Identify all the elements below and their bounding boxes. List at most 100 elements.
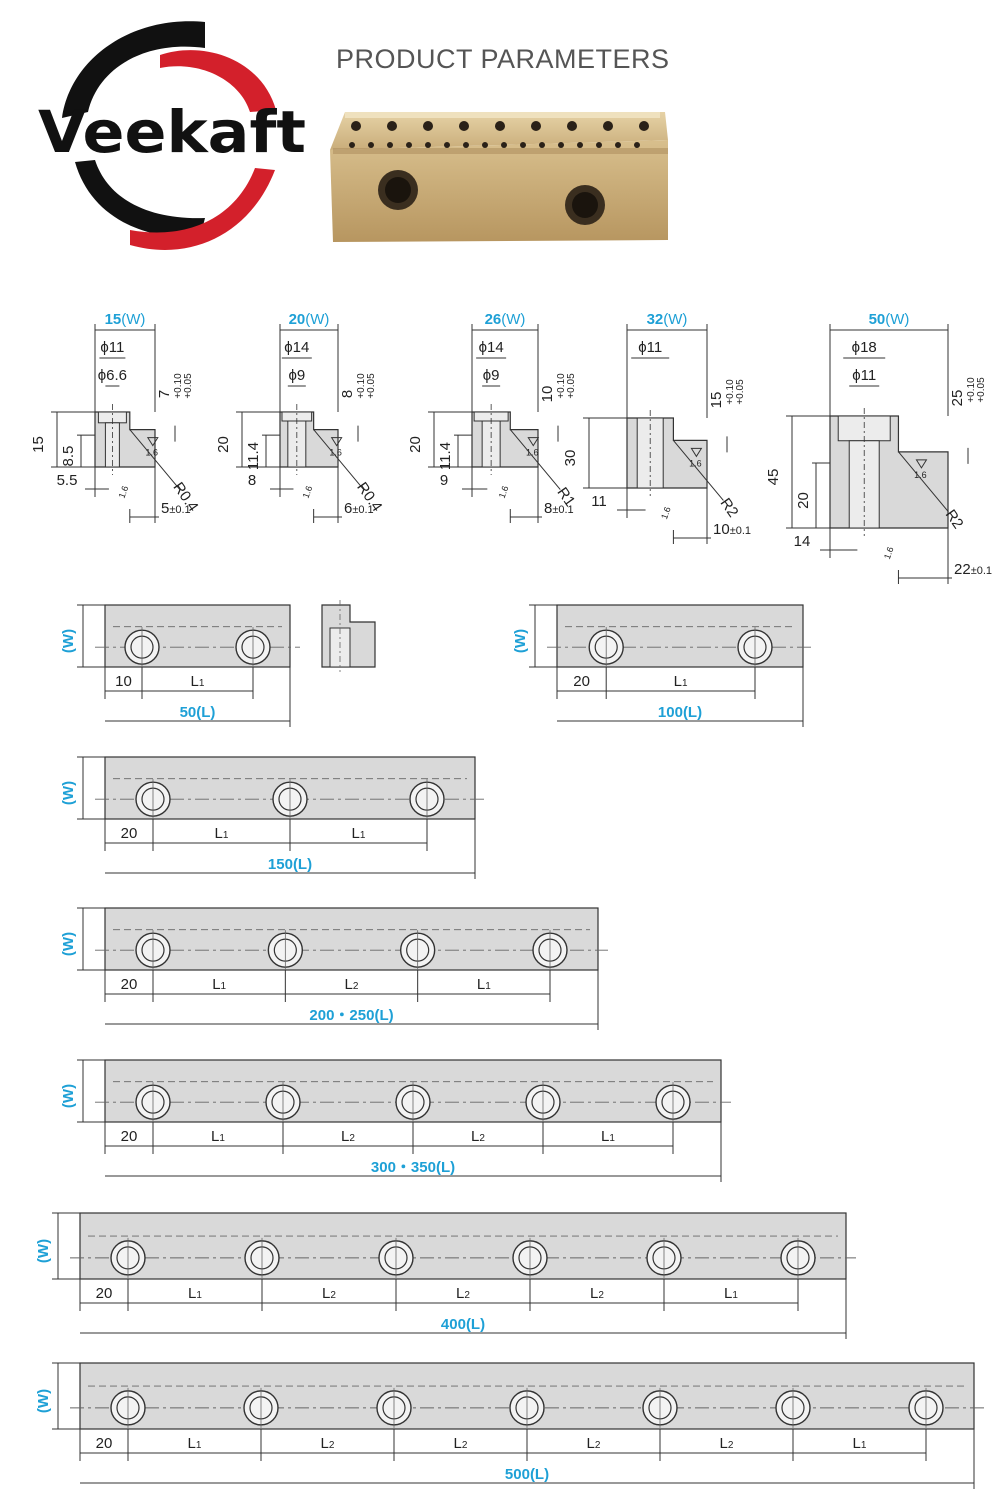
length-label: 200・250(L) (309, 1007, 393, 1024)
height-label: 20 (407, 436, 424, 453)
tolerance-label: +0.10 (725, 379, 736, 405)
span-label: L1 (601, 1128, 615, 1145)
length-label: 400(L) (441, 1316, 485, 1333)
roughness-icon (690, 447, 703, 458)
span-label: L1 (724, 1285, 738, 1302)
roughness-label: 1.6 (689, 458, 702, 468)
height-label: 20 (215, 436, 232, 453)
width-label: 20(W) (289, 311, 330, 328)
span-label: L1 (853, 1435, 867, 1452)
lubrication-hole-icon (634, 142, 640, 148)
slot-label: 5±0.1 (161, 500, 191, 517)
slot-width-label: 7 (156, 390, 173, 398)
span-label: L2 (471, 1128, 485, 1145)
width-label: 32(W) (647, 311, 688, 328)
lubrication-hole-icon (423, 121, 433, 131)
span-label: L1 (674, 673, 688, 690)
w-label: (W) (60, 1084, 77, 1108)
slot-label: 6±0.1 (344, 500, 374, 517)
roughness-triangle (690, 447, 703, 458)
w-label: (W) (35, 1389, 52, 1413)
slot-label: 10±0.1 (713, 521, 751, 538)
width-label: 15(W) (105, 311, 146, 328)
length-label: 300・350(L) (371, 1159, 455, 1176)
radius-label: R2 (717, 495, 742, 520)
lubrication-hole-icon (596, 142, 602, 148)
logo-black-swoosh (62, 21, 205, 119)
lubrication-hole-icon (539, 142, 545, 148)
roughness-icon (915, 459, 928, 469)
offset-label: 9 (440, 472, 448, 489)
length-label: 150(L) (268, 856, 312, 873)
radius-leader (129, 429, 181, 490)
offset-label: 11 (591, 493, 607, 510)
diameter-label: ϕ11 (638, 339, 662, 356)
span-label: 20 (121, 1128, 138, 1145)
step-label: 11.4 (245, 442, 262, 470)
lubrication-hole-icon (482, 142, 488, 148)
lubrication-hole-icon (368, 142, 374, 148)
span-label: L2 (341, 1128, 355, 1145)
page-title: PRODUCT PARAMETERS (336, 44, 670, 74)
logo-black-swoosh-bottom (75, 160, 205, 239)
plate-top-view: (W) 20 L1 L2 L2 L1 300・350(L) (60, 1059, 731, 1182)
end-view (321, 600, 376, 672)
w-label: (W) (60, 932, 77, 956)
diameter-label: ϕ9 (288, 367, 305, 384)
slot-width-label: 8 (339, 390, 356, 398)
slot-label: 8±0.1 (544, 500, 574, 517)
span-label: L2 (720, 1435, 734, 1452)
plate-body (79, 1212, 847, 1280)
diameter-label: ϕ11 (852, 367, 876, 384)
tolerance-label: +0.10 (556, 373, 567, 399)
lubrication-hole-icon (501, 142, 507, 148)
lubrication-hole-icon (387, 142, 393, 148)
lubrication-hole-icon (615, 142, 621, 148)
brand-name: Veekaft (38, 98, 306, 166)
span-label: L1 (215, 825, 229, 842)
roughness-label: 1.6 (526, 448, 539, 458)
roughness-label: 1.6 (117, 484, 131, 499)
lubrication-hole-icon (531, 121, 541, 131)
span-label: L1 (211, 1128, 225, 1145)
offset-label: 14 (794, 533, 811, 550)
span-label: L2 (322, 1285, 336, 1302)
roughness-triangle (146, 437, 159, 447)
step-label: 11.4 (437, 442, 454, 470)
tolerance-label: +0.10 (173, 373, 184, 399)
brand-logo: Veekaft (38, 21, 306, 250)
span-label: L2 (454, 1435, 468, 1452)
length-label: 500(L) (505, 1466, 549, 1483)
tolerance-label: +0.05 (366, 373, 377, 399)
tolerance-label: +0.10 (966, 377, 977, 403)
lubrication-hole-icon (520, 142, 526, 148)
w-label: (W) (35, 1239, 52, 1263)
length-label: 100(L) (658, 704, 702, 721)
lubrication-hole-icon (639, 121, 649, 131)
logo-red-swoosh-bottom (130, 168, 275, 250)
height-label: 30 (562, 450, 579, 467)
roughness-triangle (330, 437, 343, 447)
span-label: L1 (188, 1285, 202, 1302)
slot-width-label: 15 (708, 392, 725, 409)
roughness-triangle (527, 437, 540, 447)
plate-body (104, 907, 599, 971)
slot-width-label: 10 (539, 386, 556, 403)
w-label: (W) (60, 629, 77, 653)
lubrication-hole-icon (349, 142, 355, 148)
step-label: 20 (795, 492, 812, 509)
roughness-label: 1.6 (329, 448, 342, 458)
offset-label: 5.5 (57, 472, 78, 489)
span-label: L1 (188, 1435, 202, 1452)
span-label: L2 (345, 976, 359, 993)
roughness-label: 1.6 (146, 448, 159, 458)
